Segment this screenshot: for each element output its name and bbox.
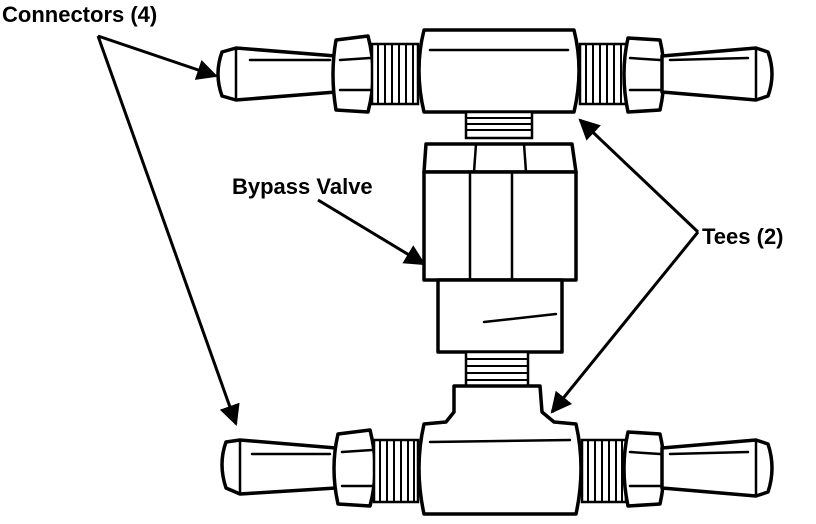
bypass-valve-leader	[317, 198, 426, 266]
top-right-connector	[578, 36, 774, 114]
connectors-label: Connectors (4)	[2, 2, 157, 27]
bottom-right-connector	[580, 430, 774, 508]
bypass-valve-label: Bypass Valve	[232, 174, 373, 199]
bottom-left-connector	[220, 428, 420, 508]
top-tee	[417, 28, 581, 140]
tees-label: Tees (2)	[702, 224, 784, 249]
bypass-valve	[422, 142, 578, 388]
tees-leaders	[550, 118, 700, 414]
connectors-leaders	[96, 34, 240, 426]
top-left-connector	[216, 34, 420, 114]
bottom-tee	[417, 384, 583, 516]
